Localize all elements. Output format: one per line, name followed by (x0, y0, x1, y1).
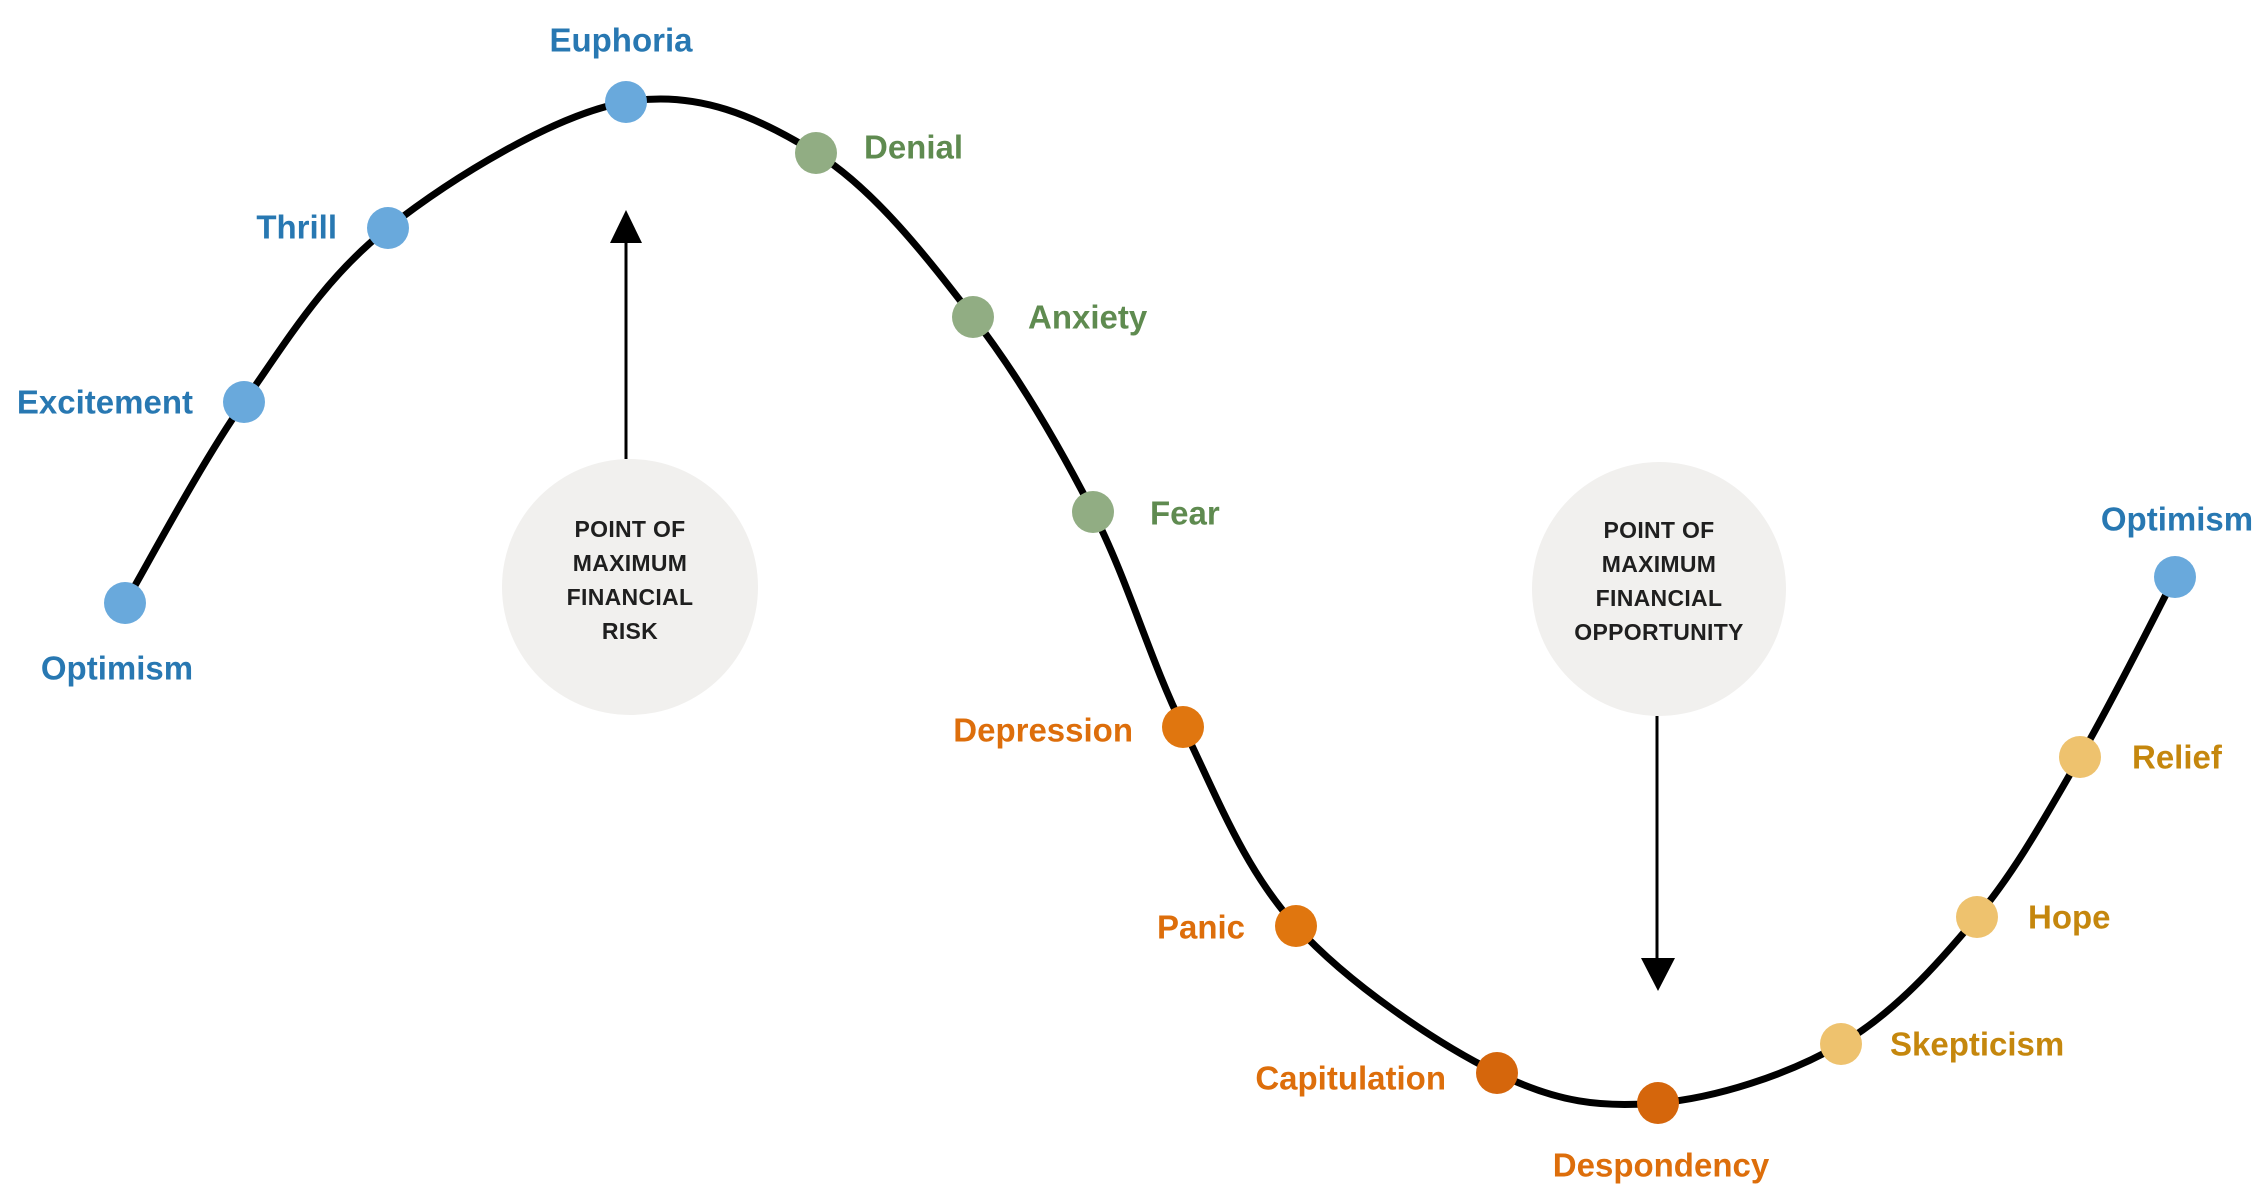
label-fear: Fear (1150, 495, 1220, 532)
label-despondency: Despondency (1553, 1147, 1770, 1184)
label-skepticism: Skepticism (1890, 1026, 2064, 1063)
risk-text-line-1: POINT OF (574, 516, 685, 542)
dot-skepticism (1820, 1023, 1862, 1065)
label-optimism-start: Optimism (41, 650, 193, 687)
label-denial: Denial (864, 129, 963, 166)
opportunity-text-line-4: OPPORTUNITY (1574, 619, 1743, 645)
dot-optimism-start (104, 582, 146, 624)
label-panic: Panic (1157, 909, 1245, 946)
dot-thrill (367, 207, 409, 249)
dot-euphoria (605, 81, 647, 123)
label-hope: Hope (2028, 899, 2111, 936)
dot-panic (1275, 905, 1317, 947)
opportunity-annotation: POINT OF MAXIMUM FINANCIAL OPPORTUNITY (1532, 462, 1786, 991)
risk-annotation: POINT OF MAXIMUM FINANCIAL RISK (502, 210, 758, 715)
risk-text-line-3: FINANCIAL (567, 584, 694, 610)
risk-text-line-2: MAXIMUM (573, 550, 688, 576)
opportunity-text-line-1: POINT OF (1603, 517, 1714, 543)
dot-depression (1162, 706, 1204, 748)
label-capitulation: Capitulation (1255, 1060, 1446, 1097)
dot-denial (795, 132, 837, 174)
opportunity-circle (1532, 462, 1786, 716)
label-relief: Relief (2132, 739, 2223, 776)
opportunity-text-line-3: FINANCIAL (1596, 585, 1723, 611)
dot-anxiety (952, 296, 994, 338)
emotion-dots (104, 81, 2196, 1124)
label-excitement: Excitement (17, 384, 193, 421)
label-thrill: Thrill (256, 209, 337, 246)
emotion-curve (121, 95, 2179, 1109)
label-anxiety: Anxiety (1028, 299, 1148, 336)
opportunity-text-line-2: MAXIMUM (1602, 551, 1717, 577)
label-euphoria: Euphoria (549, 22, 693, 59)
risk-arrow-up-icon (610, 210, 642, 243)
emotion-labels: Optimism Excitement Thrill Euphoria Deni… (17, 22, 2253, 1184)
dot-relief (2059, 736, 2101, 778)
dot-optimism-end (2154, 556, 2196, 598)
dot-excitement (223, 381, 265, 423)
dot-despondency (1637, 1082, 1679, 1124)
opportunity-arrow-down-icon (1641, 958, 1675, 991)
risk-circle (502, 459, 758, 715)
dot-hope (1956, 896, 1998, 938)
label-depression: Depression (953, 712, 1133, 749)
risk-text-line-4: RISK (602, 618, 658, 644)
dot-fear (1072, 491, 1114, 533)
label-optimism-end: Optimism (2101, 501, 2253, 538)
dot-capitulation (1476, 1052, 1518, 1094)
